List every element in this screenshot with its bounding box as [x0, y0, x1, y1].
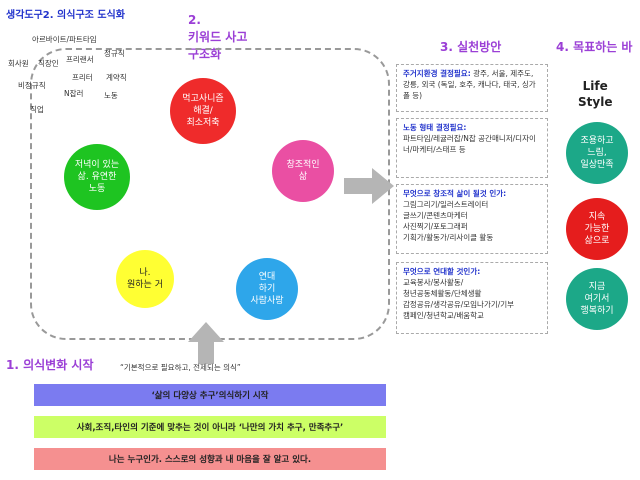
circle-evening-life: 저녁이 있는 삶. 유연한 노동: [64, 144, 130, 210]
goal-circle-happy-now: 지금 여기서 행복하기: [566, 268, 628, 330]
section3-heading: 3. 실천방안: [440, 40, 502, 54]
panel-work-type: 노동 형태 결정필요: 파트타임/레귤러잡/N잡 공간매니저/디자이너/마케터/…: [396, 118, 548, 178]
bar-self-knowledge: 나는 누구인가. 스스로의 성향과 내 마음을 잘 알고 있다.: [34, 448, 386, 470]
circle-creative-life: 창조적인 삶: [272, 140, 334, 202]
keyword-nodong: 노동: [104, 91, 118, 100]
section1-heading: 1. 의식변화 시작: [6, 358, 94, 372]
premise-quote: “기본적으로 필요하고, 전제되는 의식”: [120, 363, 241, 372]
keyword-freelancer: 프리랜서: [66, 55, 94, 64]
circle-survival: 먹고사니즘 해결/ 최소저축: [170, 78, 236, 144]
lifestyle-line2: Style: [578, 95, 613, 109]
section2-number: 2.: [188, 13, 201, 27]
keyword-gyeyakjik: 계약직: [106, 73, 127, 82]
keyword-freeter: 프리터: [72, 73, 93, 82]
goal-circle-sustainable: 지속 가능한 삶으로: [566, 198, 628, 260]
panel-residence-head: 주거지환경 결정필요:: [403, 69, 471, 78]
panel-creative-head: 무엇으로 창조적 삶이 될것 인가:: [403, 189, 507, 198]
circle-solidarity: 연대 하기 사람사랑: [236, 258, 298, 320]
section2-heading: 2. 키워드 사고 구조화: [188, 12, 247, 63]
section4-heading: 4. 목표하는 바: [556, 40, 633, 54]
panel-solidarity: 무엇으로 연대할 것인가: 교육봉사/봉사활동/ 청년공동체활동/단체생활 감정…: [396, 262, 548, 334]
keyword-jigeop: 직업: [30, 105, 44, 114]
panel-work-type-head: 노동 형태 결정필요:: [403, 123, 467, 132]
goal-circle-slow-life: 조용하고 느림, 일상만족: [566, 122, 628, 184]
panel-work-type-body: 파트타임/레귤러잡/N잡 공간매니저/디자이너/마케터/스태프 등: [403, 134, 536, 154]
page-title: 생각도구2. 의식구조 도식화: [6, 10, 125, 21]
panel-creative: 무엇으로 창조적 삶이 될것 인가: 그림그리기/일러스트레이터 글쓰기/콘텐츠…: [396, 184, 548, 254]
lifestyle-line1: Life: [582, 79, 608, 93]
lifestyle-label: Life Style: [578, 78, 612, 110]
panel-residence: 주거지환경 결정필요: 광주, 서울, 제주도, 강릉, 외국 (독일, 호주,…: [396, 64, 548, 112]
right-arrow-icon: [344, 168, 394, 204]
keyword-jeonggyu: 정규직: [104, 49, 125, 58]
panel-solidarity-body: 교육봉사/봉사활동/ 청년공동체활동/단체생활 감정공유/생각공유/모임나가기/…: [403, 278, 515, 320]
bar-diversity: ‘삶의 다양상 추구’의식하기 시작: [34, 384, 386, 406]
panel-creative-body: 그림그리기/일러스트레이터 글쓰기/콘텐츠마케터 사진찍기/포토그래퍼 기획가/…: [403, 200, 494, 242]
panel-solidarity-head: 무엇으로 연대할 것인가:: [403, 267, 481, 276]
section2-line2: 구조화: [188, 47, 222, 61]
keyword-bijeonggyu: 비정규직: [18, 81, 46, 90]
keyword-njob: N잡러: [64, 89, 84, 98]
keyword-hoesawon: 회사원: [8, 59, 29, 68]
panel-residence-body: 광주, 서울, 제주도, 강릉, 외국 (독일, 호주, 캐나다, 태국, 싱가…: [403, 69, 536, 100]
section2-line1: 키워드 사고: [188, 30, 248, 44]
bar-own-values: 사회,조직,타인의 기준에 맞추는 것이 아니라 ‘나만의 가치 추구, 만족추…: [34, 416, 386, 438]
keyword-jikjangin: 직장인: [38, 59, 59, 68]
keyword-arbeit: 아르바이트/파트타임: [32, 35, 97, 44]
circle-what-i-want: 나. 원하는 거: [116, 250, 174, 308]
up-arrow-icon: [188, 322, 224, 364]
